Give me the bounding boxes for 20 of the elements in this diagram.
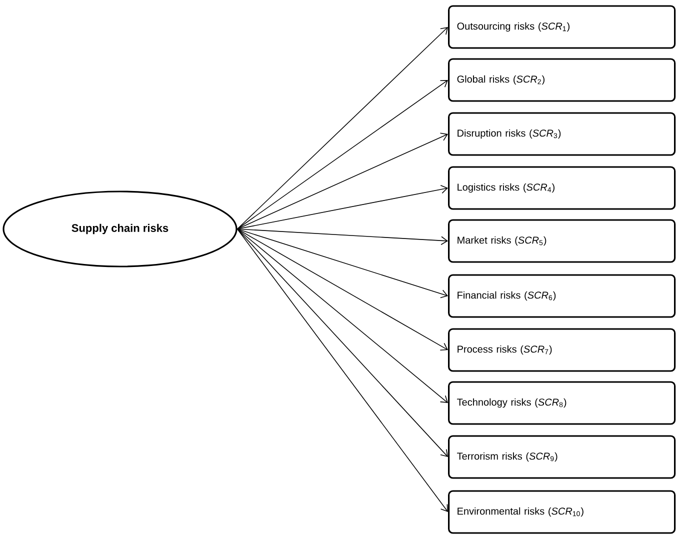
risk-box: Logistics risks (SCR$_{4}$) xyxy=(448,166,676,210)
risk-box: Market risks (SCR$_{5}$) xyxy=(448,219,676,263)
risk-box: Disruption risks (SCR$_{3}$) xyxy=(448,112,676,156)
risk-box: Terrorism risks (SCR$_{9}$) xyxy=(448,435,676,479)
arrow xyxy=(236,27,448,230)
arrow xyxy=(236,80,448,230)
arrow xyxy=(236,228,448,403)
risk-box: Outsourcing risks (SCR$_{1}$) xyxy=(448,5,676,49)
arrow xyxy=(236,228,448,457)
arrow xyxy=(236,228,448,351)
risk-box: Environmental risks (SCR$_{10}$) xyxy=(448,490,676,534)
arrow xyxy=(236,184,448,230)
arrow xyxy=(236,228,448,246)
risk-box: Financial risks (SCR$_{6}$) xyxy=(448,274,676,318)
arrow xyxy=(236,132,448,230)
risk-box: Process risks (SCR$_{7}$) xyxy=(448,328,676,372)
risk-box: Global risks (SCR$_{2}$) xyxy=(448,58,676,102)
risk-box: Technology risks (SCR$_{8}$) xyxy=(448,381,676,425)
arrow xyxy=(236,228,448,512)
arrow xyxy=(236,228,448,298)
